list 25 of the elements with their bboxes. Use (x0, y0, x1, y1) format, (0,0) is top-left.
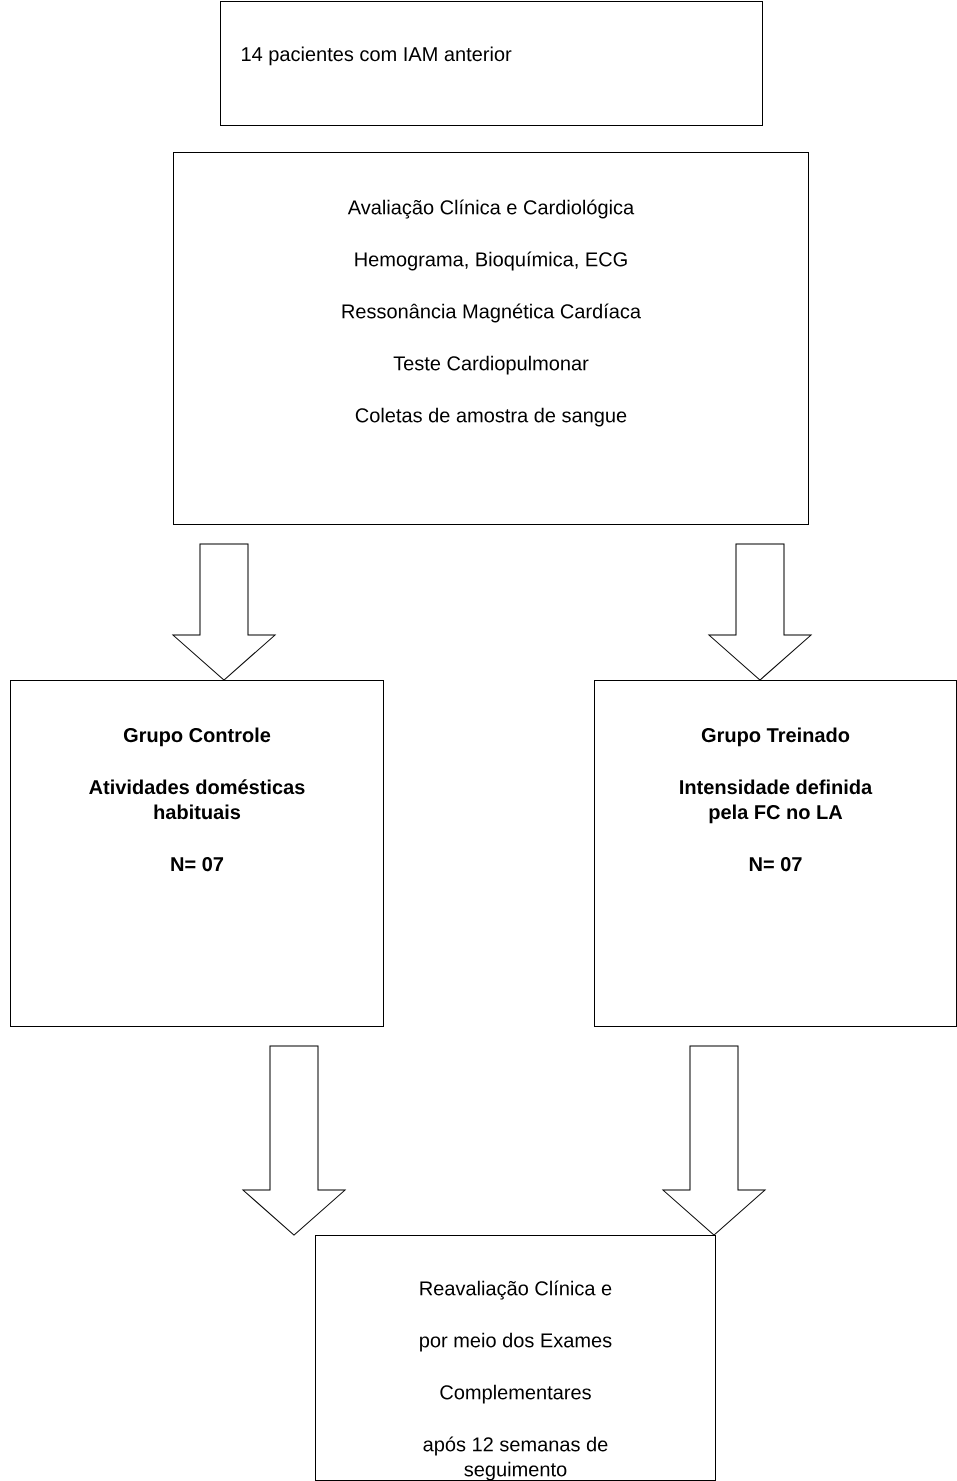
block-arrow (242, 1045, 346, 1236)
box-heading: Grupo Treinado (701, 727, 850, 747)
box-text: Avaliação Clínica e Cardiológica (347, 199, 635, 219)
process-box (220, 1, 763, 126)
process-box (594, 680, 957, 1027)
box-text: Teste Cardiopulmonar (393, 355, 589, 375)
box-text: N= 07 (171, 857, 224, 872)
block-arrow (708, 543, 812, 681)
box-text: Atividades domésticas habituais (89, 779, 305, 820)
process-box (173, 152, 809, 525)
box-text: Hemograma, Bioquímica, ECG (355, 251, 627, 271)
box-text: após 12 semanas de seguimento (423, 1436, 608, 1481)
box-text: Reavaliação Clínica e (420, 1280, 612, 1300)
box-text: Coletas de amostra de sangue (355, 407, 627, 427)
block-arrow (662, 1045, 766, 1236)
block-arrow (172, 543, 276, 681)
box-text: Complementares (440, 1384, 591, 1404)
box-heading: Grupo Controle (123, 727, 271, 747)
process-box (315, 1235, 716, 1481)
process-box (10, 680, 384, 1027)
box-text: Ressonância Magnética Cardíaca (342, 303, 641, 323)
box-text: N= 07 (749, 857, 802, 872)
box-text: 14 pacientes com IAM anterior (242, 46, 512, 66)
box-text: por meio dos Exames (420, 1332, 612, 1352)
box-text: Intensidade definida pela FC no LA (680, 779, 873, 824)
